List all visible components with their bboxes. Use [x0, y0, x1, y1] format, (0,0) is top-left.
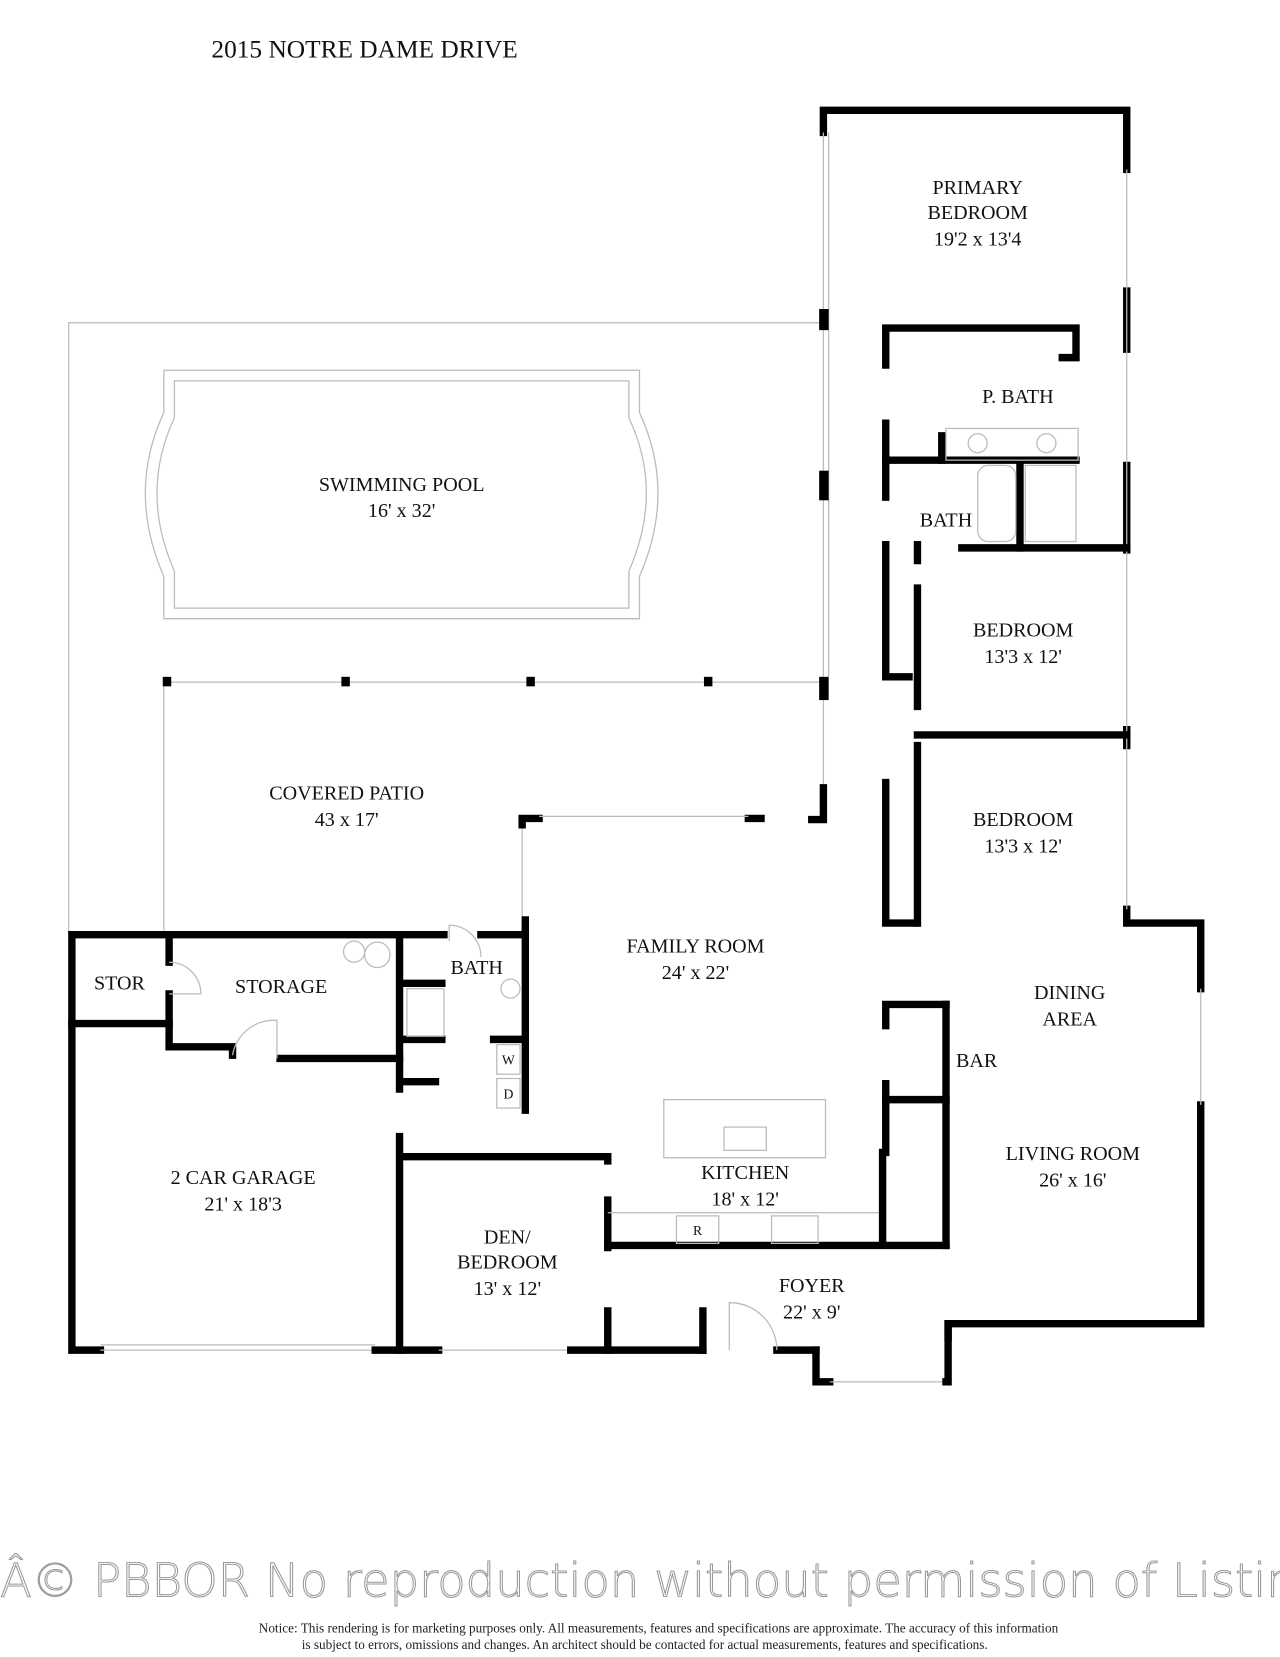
dryer-label: D [503, 1087, 513, 1102]
stor-label: STOR [94, 973, 146, 995]
plan-title: 2015 NOTRE DAME DRIVE [211, 35, 517, 63]
watermark: Â© PBBOR No reproduction without permiss… [0, 1553, 1280, 1607]
family-room-label: FAMILY ROOM [626, 936, 764, 958]
living-room-size: 26' x 16' [1039, 1169, 1106, 1191]
notice-line-2: is subject to errors, omissions and chan… [302, 1637, 988, 1652]
primary-bedroom-label: PRIMARY [933, 177, 1023, 199]
primary-bedroom-size: 19'2 x 13'4 [934, 229, 1022, 251]
bedroom-3-size: 13'3 x 12' [984, 835, 1062, 857]
garage-size: 21' x 18'3 [204, 1194, 282, 1216]
covered-patio-outline [162, 676, 824, 933]
dining-label: DINING [1034, 982, 1105, 1004]
pool-area [68, 322, 824, 933]
den-size: 13' x 12' [474, 1278, 541, 1300]
washer-label: W [502, 1053, 515, 1068]
fixtures [169, 427, 1079, 1351]
storage-label: STORAGE [235, 976, 327, 998]
bedroom-2-label: BEDROOM [973, 620, 1074, 642]
primary-bedroom-label: BEDROOM [928, 202, 1029, 224]
laundry-bath-label: BATH [450, 957, 502, 979]
walls [68, 106, 1205, 1386]
pool-size: 16' x 32' [368, 500, 435, 522]
living-room-label: LIVING ROOM [1006, 1143, 1141, 1165]
room-labels: PRIMARY BEDROOM 19'2 x 13'4 P. BATH BATH… [94, 177, 1140, 1324]
dining-label: AREA [1042, 1009, 1097, 1031]
notice-line-1: Notice: This rendering is for marketing … [259, 1620, 1059, 1635]
den-label: BEDROOM [457, 1252, 558, 1274]
foyer-size: 22' x 9' [783, 1301, 840, 1323]
bedroom-3-label: BEDROOM [973, 809, 1074, 831]
foyer-label: FOYER [779, 1275, 845, 1297]
bar-label: BAR [956, 1050, 998, 1072]
kitchen-size: 18' x 12' [711, 1188, 778, 1210]
fridge-label: R [693, 1223, 703, 1238]
family-room-size: 24' x 22' [662, 962, 729, 984]
pool-label: SWIMMING POOL [319, 474, 485, 496]
den-label: DEN/ [484, 1226, 531, 1248]
patio-size: 43 x 17' [315, 809, 379, 831]
bedroom-2-size: 13'3 x 12' [984, 646, 1062, 668]
patio-label: COVERED PATIO [269, 782, 424, 804]
primary-bath-label: P. BATH [982, 386, 1053, 408]
kitchen-label: KITCHEN [701, 1162, 790, 1184]
garage-label: 2 CAR GARAGE [171, 1167, 316, 1189]
hall-bath-label: BATH [920, 510, 972, 532]
